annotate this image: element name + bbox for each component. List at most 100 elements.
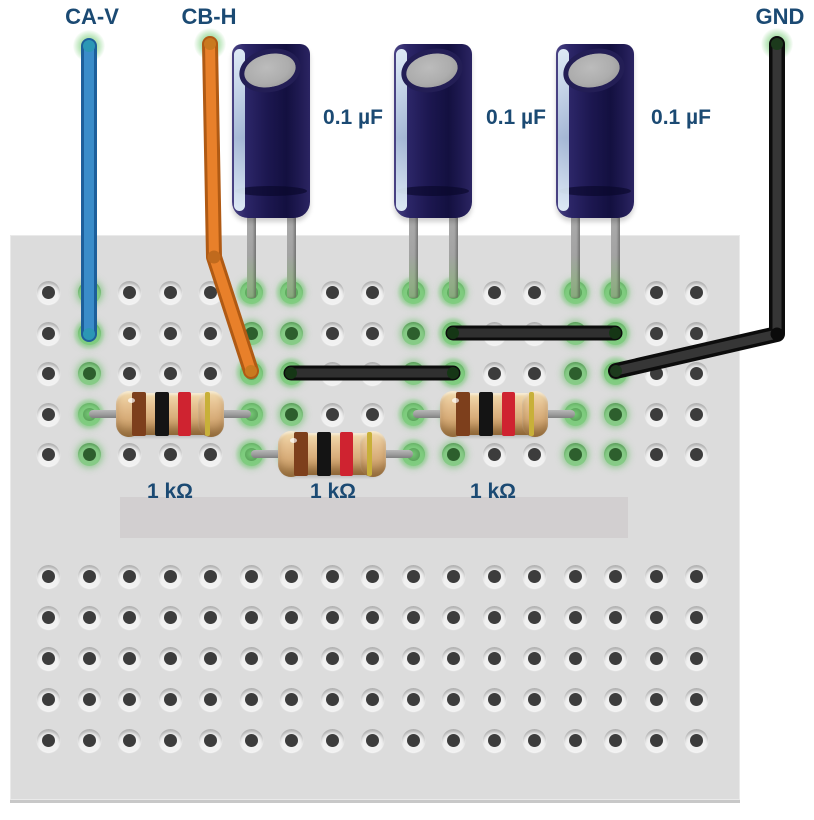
res2-value: 1 kΩ bbox=[309, 480, 357, 503]
resistor-band-gold bbox=[529, 392, 534, 436]
breadboard-hole bbox=[279, 564, 303, 588]
capacitor-highlight bbox=[558, 49, 569, 211]
breadboard-hole bbox=[198, 564, 222, 588]
breadboard-hole-connected bbox=[77, 321, 101, 345]
capacitor-highlight bbox=[396, 49, 407, 211]
breadboard-hole bbox=[522, 605, 546, 629]
breadboard-hole bbox=[482, 442, 506, 466]
cap2-value: 0.1 µF bbox=[486, 106, 546, 129]
breadboard-hole-connected bbox=[441, 321, 465, 345]
res3-value: 1 kΩ bbox=[469, 480, 517, 503]
cap3-value: 0.1 µF bbox=[651, 106, 711, 129]
breadboard-hole bbox=[320, 361, 344, 385]
breadboard-hole bbox=[320, 280, 344, 304]
breadboard-hole-connected bbox=[603, 321, 627, 345]
breadboard-hole bbox=[198, 321, 222, 345]
breadboard-hole bbox=[198, 442, 222, 466]
breadboard-hole bbox=[603, 564, 627, 588]
resistor-body bbox=[440, 391, 548, 437]
breadboard-hole bbox=[644, 564, 668, 588]
breadboard-hole bbox=[320, 605, 344, 629]
breadboard-hole bbox=[684, 564, 708, 588]
resistor-r3 bbox=[413, 391, 575, 437]
breadboard-hole-connected bbox=[401, 321, 425, 345]
breadboard-hole bbox=[644, 687, 668, 711]
wire-end-cap bbox=[771, 38, 783, 50]
breadboard-hole bbox=[158, 564, 182, 588]
capacitor-body bbox=[556, 43, 634, 218]
breadboard-hole bbox=[239, 687, 263, 711]
breadboard-hole bbox=[360, 646, 384, 670]
breadboard-hole bbox=[563, 728, 587, 752]
breadboard-hole-connected bbox=[279, 361, 303, 385]
capacitor-top bbox=[235, 43, 305, 98]
breadboard-hole bbox=[320, 687, 344, 711]
breadboard-hole bbox=[684, 442, 708, 466]
breadboard-hole bbox=[320, 402, 344, 426]
breadboard-hole-connected bbox=[441, 442, 465, 466]
capacitor-lead bbox=[570, 212, 580, 298]
breadboard-hole bbox=[360, 280, 384, 304]
breadboard-hole bbox=[239, 605, 263, 629]
breadboard-hole bbox=[482, 280, 506, 304]
breadboard-hole-connected bbox=[603, 361, 627, 385]
breadboard-hole bbox=[158, 361, 182, 385]
breadboard-hole bbox=[117, 728, 141, 752]
breadboard-hole bbox=[684, 321, 708, 345]
breadboard-hole bbox=[360, 605, 384, 629]
breadboard-hole bbox=[522, 687, 546, 711]
breadboard-hole bbox=[684, 402, 708, 426]
breadboard-hole bbox=[360, 321, 384, 345]
breadboard-hole bbox=[401, 687, 425, 711]
breadboard-hole bbox=[360, 728, 384, 752]
resistor-band-brown bbox=[132, 392, 146, 436]
breadboard-hole bbox=[482, 361, 506, 385]
capacitor-body bbox=[394, 43, 472, 218]
breadboard-hole bbox=[482, 605, 506, 629]
breadboard-hole-connected bbox=[279, 321, 303, 345]
resistor-band-brown bbox=[294, 432, 308, 476]
breadboard-hole bbox=[482, 646, 506, 670]
wire-end-cap bbox=[83, 40, 95, 52]
breadboard-hole bbox=[117, 687, 141, 711]
resistor-end-bulge bbox=[198, 391, 224, 437]
breadboard-hole bbox=[117, 564, 141, 588]
resistor-glint bbox=[452, 398, 459, 403]
breadboard-hole-connected bbox=[239, 321, 263, 345]
breadboard-hole bbox=[77, 605, 101, 629]
capacitor-top bbox=[559, 43, 629, 98]
breadboard-hole bbox=[441, 728, 465, 752]
breadboard-hole bbox=[77, 728, 101, 752]
capacitor-lead bbox=[286, 212, 296, 298]
breadboard-hole bbox=[36, 442, 60, 466]
breadboard-hole bbox=[644, 321, 668, 345]
breadboard-hole bbox=[684, 646, 708, 670]
resistor-body bbox=[278, 431, 386, 477]
breadboard-hole bbox=[441, 605, 465, 629]
breadboard-hole bbox=[684, 280, 708, 304]
breadboard-hole bbox=[563, 564, 587, 588]
connection-glow bbox=[73, 30, 105, 62]
breadboard-hole bbox=[482, 564, 506, 588]
resistor-band-gold bbox=[205, 392, 210, 436]
breadboard-hole-connected bbox=[563, 442, 587, 466]
breadboard-hole bbox=[684, 605, 708, 629]
breadboard-hole bbox=[158, 321, 182, 345]
breadboard-hole bbox=[644, 646, 668, 670]
breadboard-hole bbox=[158, 687, 182, 711]
breadboard-hole bbox=[117, 605, 141, 629]
capacitor-crimp bbox=[559, 186, 631, 196]
capacitor-lead bbox=[610, 212, 620, 298]
breadboard-hole bbox=[36, 321, 60, 345]
breadboard-hole bbox=[522, 646, 546, 670]
resistor-glint bbox=[128, 398, 135, 403]
wire-label-cb-h: CB-H bbox=[181, 4, 237, 29]
breadboard-hole bbox=[320, 564, 344, 588]
breadboard-hole bbox=[320, 646, 344, 670]
breadboard-hole-connected bbox=[279, 402, 303, 426]
capacitor-lead bbox=[246, 212, 256, 298]
capacitor-crimp bbox=[235, 186, 307, 196]
breadboard-hole bbox=[522, 321, 546, 345]
resistor-band-red bbox=[178, 392, 191, 436]
breadboard-hole-connected bbox=[239, 361, 263, 385]
